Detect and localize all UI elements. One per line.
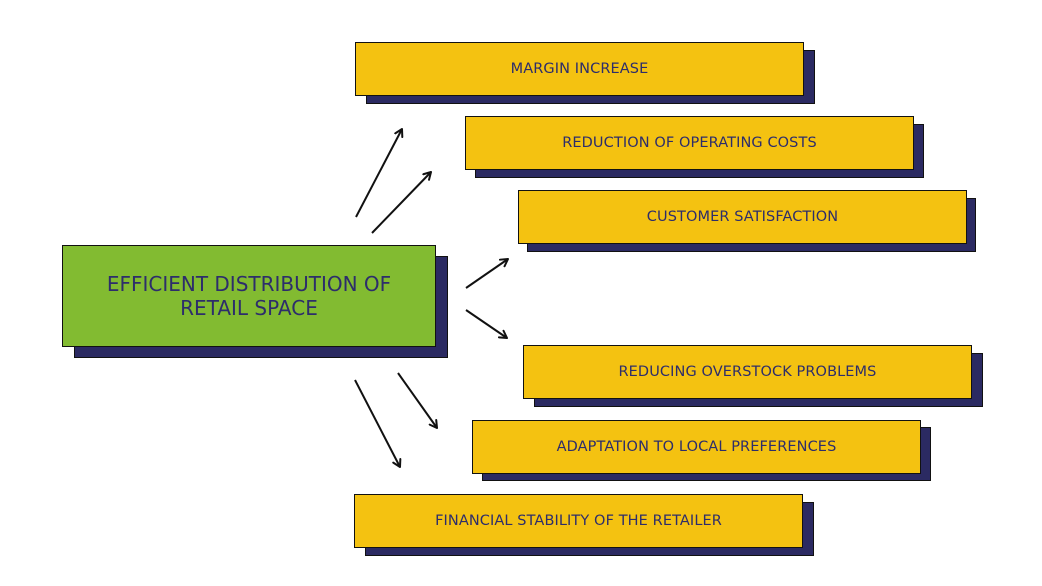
outcome-box: CUSTOMER SATISFACTION <box>518 190 967 244</box>
outcome-box: FINANCIAL STABILITY OF THE RETAILER <box>354 494 803 548</box>
center-node-box: EFFICIENT DISTRIBUTION OF RETAIL SPACE <box>62 245 436 347</box>
outcome-box: MARGIN INCREASE <box>355 42 804 96</box>
outcome-box: REDUCTION OF OPERATING COSTS <box>465 116 914 170</box>
arrow-to-customer-satisfaction <box>465 258 509 289</box>
arrow-to-local-preferences <box>397 372 438 429</box>
arrow-to-margin-increase <box>355 128 404 218</box>
outcome-box: ADAPTATION TO LOCAL PREFERENCES <box>472 420 921 474</box>
arrow-to-overstock <box>465 309 508 339</box>
arrow-to-financial-stability <box>354 379 402 468</box>
outcome-box: REDUCING OVERSTOCK PROBLEMS <box>523 345 972 399</box>
center-label-line2: RETAIL SPACE <box>180 296 318 320</box>
arrow-to-operating-costs <box>371 171 432 234</box>
center-label-line1: EFFICIENT DISTRIBUTION OF <box>106 272 392 296</box>
